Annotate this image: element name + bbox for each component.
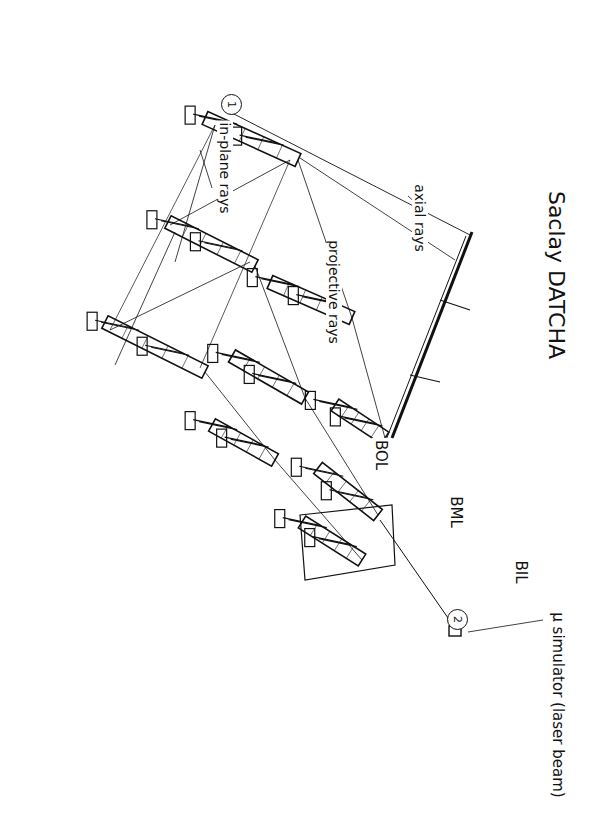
- chamber-rib: [277, 145, 283, 158]
- stand-foot: [232, 127, 242, 145]
- stand-foot: [247, 269, 257, 287]
- stand-leg: [225, 437, 263, 445]
- stand-leg: [246, 137, 284, 145]
- bar-support: [410, 375, 440, 382]
- bil-frame: [300, 505, 395, 580]
- stand-foot: [330, 408, 340, 426]
- stand-leg: [305, 468, 343, 476]
- chamber-rib: [322, 531, 329, 543]
- chamber-rib: [259, 447, 266, 459]
- stand-leg: [193, 420, 231, 428]
- stand-leg: [240, 135, 278, 143]
- stand-foot: [244, 365, 254, 383]
- stand-leg: [199, 422, 237, 430]
- stand-foot: [190, 233, 200, 251]
- callout-number: 2: [451, 616, 464, 623]
- stand-leg: [261, 279, 299, 287]
- stand-leg: [204, 243, 242, 251]
- chamber-rib: [346, 546, 353, 558]
- stand-foot: [275, 510, 285, 528]
- stand-foot: [185, 106, 195, 124]
- chamber-rib: [182, 356, 188, 369]
- chamber-rib: [371, 426, 379, 438]
- stand-foot: [137, 337, 147, 355]
- stand-leg: [145, 345, 183, 353]
- ray-line: [352, 318, 385, 438]
- ray-line: [300, 158, 455, 260]
- chamber-rib: [162, 346, 168, 359]
- leader-line: [200, 150, 212, 188]
- ray-label: in-plane rays: [217, 120, 233, 215]
- stand-foot: [291, 458, 301, 476]
- ray-label: μ simulator (laser beam): [548, 610, 565, 799]
- chamber-rib: [287, 384, 294, 396]
- laser-beam: [380, 520, 455, 628]
- ray-line: [205, 372, 275, 460]
- stand-leg: [319, 539, 357, 547]
- ray-line: [255, 266, 305, 398]
- stand-foot: [288, 287, 298, 305]
- stand-leg: [344, 418, 382, 426]
- chamber-rib: [272, 375, 279, 387]
- ray-line: [110, 125, 215, 330]
- chamber-rib: [338, 481, 347, 492]
- stand-leg: [252, 373, 290, 381]
- stand-leg: [329, 490, 367, 498]
- callout-circle: 1: [221, 94, 242, 115]
- stand-leg: [151, 347, 189, 355]
- callout-circle: 2: [447, 609, 468, 630]
- title: Saclay DATCHA: [543, 189, 568, 361]
- stand-leg: [338, 416, 376, 424]
- ray-label: axial rays: [412, 182, 428, 254]
- stand-foot: [217, 429, 227, 447]
- stand-foot: [87, 312, 97, 330]
- stand-leg: [216, 352, 254, 360]
- stand-leg: [231, 439, 269, 447]
- ray-line: [110, 262, 250, 330]
- stand-leg: [258, 375, 296, 383]
- chamber-rib: [334, 539, 341, 551]
- station-label: BOL: [371, 438, 388, 472]
- chamber-rib: [234, 251, 240, 263]
- ray-line: [115, 232, 175, 365]
- stand-foot: [321, 482, 331, 500]
- ray-label: projective rays: [326, 238, 342, 346]
- stand-leg: [161, 221, 199, 229]
- stand-leg: [255, 277, 293, 285]
- stand-leg: [299, 466, 337, 474]
- ray-line: [230, 112, 472, 236]
- leader-line: [468, 620, 543, 632]
- stand-leg: [313, 399, 351, 407]
- stand-leg: [198, 241, 236, 249]
- reference-bar: [386, 236, 466, 440]
- bar-support: [440, 300, 470, 310]
- chamber-rib: [362, 500, 371, 511]
- stand-leg: [289, 520, 327, 528]
- stand-leg: [283, 518, 321, 526]
- station-label: BIL: [511, 558, 528, 585]
- reference-bar: [392, 232, 472, 438]
- chamber-rib: [217, 242, 223, 254]
- ray-line: [175, 125, 215, 262]
- ray-line: [200, 160, 290, 368]
- callout-number: 1: [225, 101, 238, 108]
- stand-foot: [305, 529, 315, 547]
- stand-foot: [147, 211, 157, 229]
- stand-leg: [222, 354, 260, 362]
- stand-foot: [185, 412, 195, 430]
- ray-line: [305, 398, 378, 515]
- station-label: BML: [446, 494, 463, 530]
- chamber-rib: [351, 412, 359, 424]
